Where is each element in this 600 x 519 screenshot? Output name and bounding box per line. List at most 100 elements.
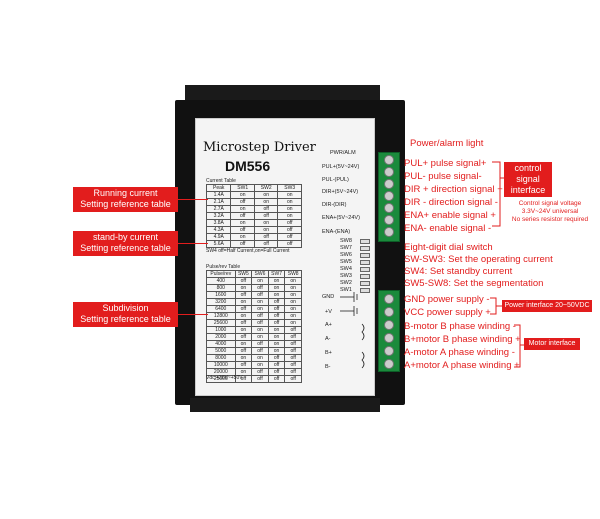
pin-label: DIR-(DIR)	[322, 202, 347, 208]
dip-switch[interactable]	[360, 281, 370, 286]
table-cell: on	[277, 198, 302, 206]
table-cell: on	[253, 191, 279, 199]
dip-switch-label: SW1	[340, 287, 352, 293]
driver-model: DM556	[225, 158, 271, 174]
motor-interface-box: Motor interface	[524, 338, 580, 350]
table-cell: off	[251, 340, 269, 348]
table-cell: off	[267, 298, 286, 306]
table-cell: off	[251, 284, 269, 292]
table-cell: off	[251, 291, 269, 299]
table-cell: on	[230, 233, 255, 241]
table-cell: off	[284, 368, 302, 376]
motor-label: A-motor A phase winding -	[404, 347, 515, 358]
table-cell: off	[253, 212, 279, 220]
table-cell: on	[267, 277, 286, 285]
signal-label: DIR - direction signal -	[404, 197, 498, 208]
table-cell: 1600	[206, 291, 236, 299]
table-cell: off	[267, 305, 286, 313]
table-cell: off	[251, 312, 269, 320]
dip-switch[interactable]	[360, 246, 370, 251]
pin-label: PUL-(PUL)	[322, 177, 349, 183]
terminal-screw[interactable]	[384, 294, 394, 304]
table-cell: on	[267, 291, 286, 299]
terminal-screw[interactable]	[384, 215, 394, 225]
motor-label: B-motor B phase winding -	[404, 321, 516, 332]
table-cell: on	[234, 284, 253, 292]
terminal-screw[interactable]	[384, 179, 394, 189]
table-cell: off	[234, 305, 253, 313]
table-cell: on	[253, 198, 279, 206]
dip-switch[interactable]	[360, 239, 370, 244]
dip-switch[interactable]	[360, 253, 370, 258]
table-cell: off	[253, 205, 279, 213]
table-cell: on	[277, 212, 302, 220]
table-header-cell: SW7	[267, 270, 286, 278]
pin-label: A+	[325, 322, 332, 328]
table-cell: on	[277, 191, 302, 199]
table-header-cell: SW3	[277, 184, 302, 192]
terminal-screw[interactable]	[384, 155, 394, 165]
terminal-screw[interactable]	[384, 191, 394, 201]
table-cell: 2.7A	[205, 205, 232, 213]
table-cell: off	[267, 319, 286, 327]
note-line: No series resistor required	[511, 216, 589, 223]
callout-line: signal	[516, 174, 540, 184]
table-cell: 4000	[206, 340, 236, 348]
connector-line	[178, 314, 208, 315]
driver-top-flange	[185, 85, 380, 103]
dip-switch[interactable]	[360, 260, 370, 265]
power-alarm-label: Power/alarm light	[410, 138, 484, 149]
dip-switch[interactable]	[360, 274, 370, 279]
table-cell: off	[284, 354, 302, 362]
callout-line: stand-by current	[92, 232, 159, 242]
dip-label: SW-SW3: Set the operating current	[404, 254, 553, 265]
motor-label: A+motor A phase winding +	[404, 360, 520, 371]
dip-switch[interactable]	[360, 288, 370, 293]
dip-switch[interactable]	[360, 267, 370, 272]
table-header-cell: Peak	[205, 184, 232, 192]
connector-line	[178, 199, 208, 200]
terminal-screw[interactable]	[384, 320, 394, 330]
terminal-screw[interactable]	[384, 333, 394, 343]
power-terminal-block[interactable]	[378, 290, 400, 372]
table-cell: off	[277, 233, 302, 241]
dip-switch-label: SW6	[340, 252, 352, 258]
table-cell: off	[234, 277, 253, 285]
power-label: VCC power supply +	[404, 307, 491, 318]
dip-switch-label: SW4	[340, 266, 352, 272]
terminal-screw[interactable]	[384, 307, 394, 317]
table-header-cell: SW6	[251, 270, 269, 278]
table-cell: 3.2A	[205, 212, 232, 220]
terminal-screw[interactable]	[384, 167, 394, 177]
power-label: GND power supply -	[404, 294, 490, 305]
table-header-cell: SW2	[253, 184, 279, 192]
table-cell: off	[284, 340, 302, 348]
dip-label: Eight-digit dial switch	[404, 242, 493, 253]
table-cell: 3200	[206, 298, 236, 306]
terminal-screw[interactable]	[384, 227, 394, 237]
table-cell: 12800	[206, 312, 236, 320]
table-cell: 800	[206, 284, 236, 292]
terminal-screw[interactable]	[384, 359, 394, 369]
table-cell: off	[277, 226, 302, 234]
current-table-note: SW4 off=Half Current,on=Full Current	[206, 248, 290, 254]
table-cell: off	[267, 361, 286, 369]
table-cell: off	[251, 347, 269, 355]
table-cell: 5.6A	[205, 240, 232, 248]
signal-label: PUL- pulse signal-	[404, 171, 482, 182]
table-cell: off	[267, 354, 286, 362]
table-cell: on	[251, 305, 269, 313]
terminal-screw[interactable]	[384, 203, 394, 213]
table-cell: on	[234, 354, 253, 362]
table-cell: on	[234, 298, 253, 306]
terminal-screw[interactable]	[384, 346, 394, 356]
